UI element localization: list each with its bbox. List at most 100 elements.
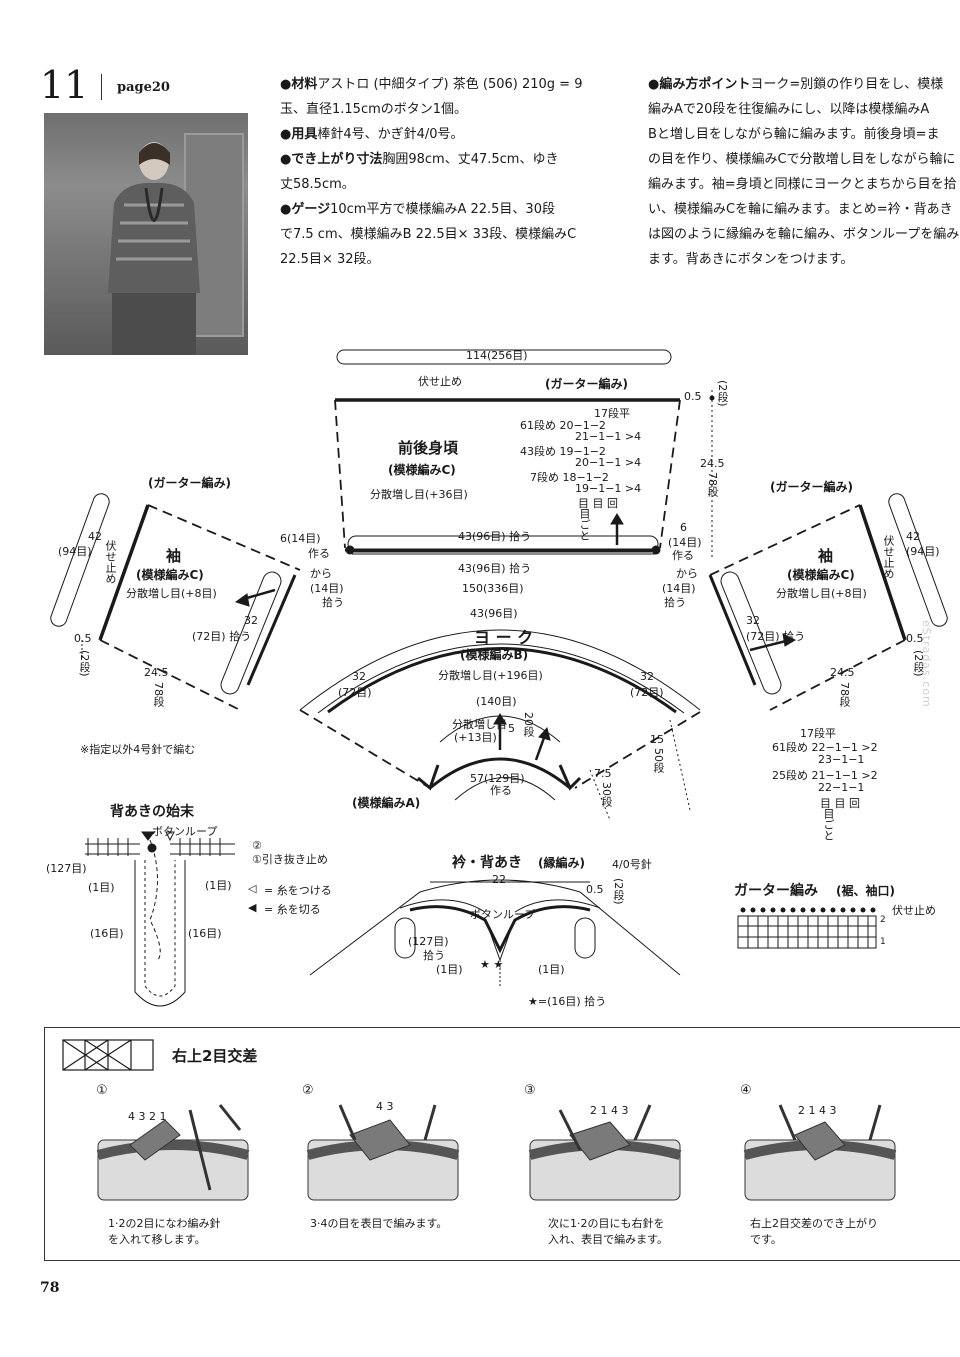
back-sts16-right: (16目) — [188, 927, 222, 940]
collar-rows: 0.5 — [586, 883, 604, 896]
yoke-outer: 150(336目) — [462, 582, 524, 595]
model-photo — [44, 113, 248, 355]
garter-subtitle: (裾、袖口) — [836, 884, 895, 898]
back-row2: ② — [252, 839, 262, 852]
body-width-label: 114(256目) — [466, 349, 528, 362]
body-pick-mid: 43(96目) 拾う — [458, 530, 532, 543]
yoke-inner-rows: 5 — [508, 722, 515, 735]
body-incr-row: 61段め 20−1−2 — [520, 419, 606, 432]
sleeve-left-from: から — [310, 567, 332, 580]
materials-line: 22.5目× 32段。 — [280, 252, 380, 267]
body-incr-head: 17段平 — [594, 407, 630, 420]
collar-star-note: ★=(16目) 拾う — [528, 995, 607, 1008]
collar-sts1-left: (1目) — [436, 963, 463, 976]
yoke-inner-incr: 分散増し目 — [452, 718, 507, 731]
collar-sts127: (127目) — [408, 935, 449, 948]
sleeve-incr-foot2: 目ごと — [822, 808, 835, 841]
collar-width: 22 — [492, 873, 506, 886]
materials-line: 丈58.5cm。 — [280, 177, 355, 192]
cable-stitch-numbers: 4 3 — [376, 1100, 394, 1113]
yoke-bottom-right: 7.5 — [594, 767, 612, 780]
cable-step-number: ③ — [524, 1083, 536, 1098]
yoke-bottom-right-rows: 30段 — [600, 782, 613, 807]
yoke-inner-incr2: (+13目) — [454, 731, 497, 744]
sleeve-left-edge: 0.5 — [74, 632, 92, 645]
cable-step-caption: 3·4の目を表目で編みます。 — [310, 1217, 448, 1230]
collar-pick: 拾う — [423, 949, 445, 962]
collar-diagram — [309, 879, 681, 988]
sleeve-right-yoke: 32 — [746, 614, 760, 627]
sleeve-left-width: 42 — [88, 530, 102, 543]
body-pick-right: 6 — [680, 521, 687, 534]
body-incr-row: 19−1−1 >4 — [575, 482, 642, 495]
cable-step-caption: 1·2の2目になわ編み針を入れて移します。 — [108, 1217, 221, 1246]
materials-line: 玉、直径1.15cmのボタン1個。 — [280, 102, 468, 117]
collar-rows2: (2段) — [612, 878, 625, 905]
needle-note: ※指定以外4号針で編む — [80, 743, 196, 756]
body-pick-mid2: 43(96目) 拾う — [458, 562, 532, 575]
sleeve-right-width-sts: (94目) — [906, 545, 940, 558]
cable-step-caption: 右上2目交差のでき上がりです。 — [750, 1217, 878, 1246]
sleeve-right-yoke-sts: (72目) 拾う — [746, 630, 806, 643]
body-garter-label: (ガーター編み) — [545, 377, 628, 391]
sleeve-incr-row: 23−1−1 — [818, 753, 865, 766]
sleeve-left-pick-sts: (14目) — [310, 582, 344, 595]
sleeve-left-yoke: 32 — [244, 614, 258, 627]
body-bind-off-label: 伏せ止め — [418, 375, 462, 388]
yoke-left-side: 32 — [352, 670, 366, 683]
materials-line: ●材料アストロ (中細タイプ) 茶色 (506) 210g = 9 — [280, 77, 583, 92]
legend-attach-icon: ◁ — [248, 882, 257, 895]
cable-step-number: ① — [96, 1083, 108, 1098]
sleeve-right-increase: 分散増し目(+8目) — [776, 587, 867, 600]
back-sts1-right: (1目) — [205, 879, 232, 892]
sleeve-incr-row: 61段め 22−1−1 >2 — [772, 741, 878, 754]
instructions-line: ます。背あきにボタンをつけます。 — [648, 252, 854, 267]
sleeve-right-pick-word: 拾う — [664, 596, 686, 609]
sleeve-right-pick-sts: (14目) — [662, 582, 696, 595]
body-pick-left-word: 作る — [308, 547, 330, 560]
sleeve-left-width-sts: (94目) — [58, 545, 92, 558]
sleeve-incr-row: 25段め 21−1−1 >2 — [772, 769, 878, 782]
yoke-right-sts: (72目) — [630, 686, 664, 699]
body-edge-rows: (2段) — [716, 380, 729, 407]
back-button-loop: ボタンループ — [152, 825, 218, 838]
cable-stitch-numbers: 4 3 2 1 — [128, 1110, 167, 1123]
sleeve-incr-head: 17段平 — [800, 727, 836, 740]
body-edge-label: 0.5 — [684, 390, 702, 403]
instructions-line: ●編み方ポイントヨーク=別鎖の作り目をし、模様 — [648, 77, 944, 92]
collar-button-loop: ボタンループ — [470, 908, 536, 921]
cable-symbol-icon — [62, 1039, 154, 1071]
body-increase: 分散増し目(+36目) — [370, 488, 468, 501]
body-incr-foot2: 目ごと — [578, 508, 591, 541]
sleeve-left-garter: (ガーター編み) — [148, 476, 231, 490]
sleeve-incr-foot: 目 目 回 — [820, 797, 860, 810]
sleeve-left-bind-off: 伏せ止め — [104, 540, 117, 584]
legend-cut: = 糸を切る — [264, 903, 321, 916]
yoke-cast-on-word: 作る — [490, 784, 512, 797]
sleeve-left-pick-word: 拾う — [322, 596, 344, 609]
sleeve-left-increase: 分散増し目(+8目) — [126, 587, 217, 600]
materials-line: ●ゲージ10cm平方で模様編みA 22.5目、30段 — [280, 202, 555, 217]
sleeve-right-width: 42 — [906, 530, 920, 543]
cable-step-caption: 次に1·2の目にも右針を入れ、表目で編みます。 — [548, 1217, 669, 1246]
page-reference: page20 — [117, 80, 170, 95]
materials-block: ●材料アストロ (中細タイプ) 茶色 (506) 210g = 9 玉、直径1.… — [280, 72, 610, 272]
garter-row-1: 1 — [880, 937, 886, 947]
garter-bind-off: 伏せ止め — [892, 904, 936, 917]
yoke-pattern-a: (模様編みA) — [352, 796, 421, 810]
body-pick-right-word: 作る — [672, 549, 694, 562]
cable-stitch-numbers: 2 1 4 3 — [590, 1104, 629, 1117]
yoke-side-right: 15 — [650, 733, 664, 746]
yoke-increase: 分散増し目(+196目) — [438, 669, 543, 682]
collar-subtitle: (縁編み) — [538, 856, 585, 870]
instructions-line: 編みます。袖=身頃と同様にヨークとまちから目を拾 — [648, 177, 957, 192]
body-title: 前後身頃 — [398, 439, 459, 457]
sleeve-right-length: 24.5 — [830, 666, 855, 679]
yoke-title: ヨ ー ク — [474, 628, 534, 647]
body-incr-row: 7段め 18−1−2 — [530, 471, 609, 484]
body-incr-row: 21−1−1 >4 — [575, 430, 642, 443]
cable-title: 右上2目交差 — [172, 1047, 258, 1065]
cable-step-illustrations — [96, 1104, 897, 1201]
yoke-right-side: 32 — [640, 670, 654, 683]
yoke-side-right-rows: 50段 — [652, 748, 665, 773]
